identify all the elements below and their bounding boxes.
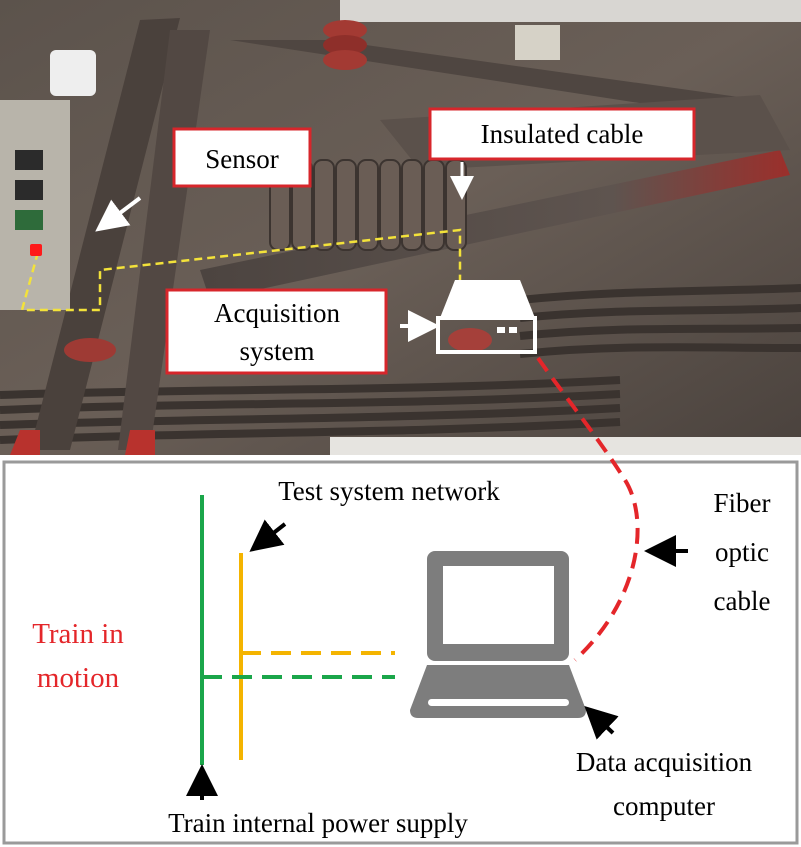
junction-box — [515, 25, 560, 60]
panel-meter — [15, 150, 43, 170]
panel-meter-2 — [15, 180, 43, 200]
schematic-panel: Test system network Train in motion Fibe… — [2, 356, 799, 845]
yellow-wire — [20, 228, 462, 312]
sensor-label-box — [172, 127, 312, 188]
lamp-box — [50, 50, 96, 96]
insulators — [64, 20, 492, 362]
train-motion-line1: Train in — [32, 618, 124, 650]
daq-label-line1: Data acquisition — [576, 747, 753, 777]
sensor-arrow-icon — [95, 196, 142, 232]
train-motion-line2: motion — [37, 662, 120, 694]
control-panel — [0, 100, 70, 310]
rail-red-tip-2 — [125, 430, 155, 455]
cable-label: Insulated cable — [481, 119, 644, 149]
panel-meter-3 — [15, 210, 43, 230]
test-network-label: Test system network — [278, 476, 500, 506]
floor-panel — [330, 437, 801, 455]
fiber-label-line3: cable — [714, 586, 771, 616]
cable-label-box — [428, 107, 696, 161]
laptop-icon — [410, 551, 586, 718]
diagonal-arm — [200, 150, 790, 300]
sensor-label: Sensor — [205, 144, 279, 174]
acquisition-label-line2: system — [239, 336, 314, 366]
photo-panel: Sensor Insulated cable Acquisition syste… — [0, 0, 801, 455]
acquisition-label-line1: Acquisition — [214, 298, 340, 328]
acquisition-label-box — [165, 288, 388, 375]
fiber-label-line1: Fiber — [714, 488, 771, 518]
left-rail — [30, 18, 180, 450]
fiber-optic-line — [536, 356, 640, 662]
wall-strip — [340, 0, 801, 22]
sensor-dot — [30, 244, 42, 256]
network-arrow-icon — [249, 519, 287, 552]
computer-arrow-icon — [584, 706, 619, 740]
power-supply-label: Train internal power supply — [168, 808, 468, 838]
daq-label-line2: computer — [613, 791, 715, 821]
fiber-label-line2: optic — [715, 537, 769, 567]
rail-red-tip — [10, 430, 40, 455]
schematic-frame — [2, 460, 799, 845]
